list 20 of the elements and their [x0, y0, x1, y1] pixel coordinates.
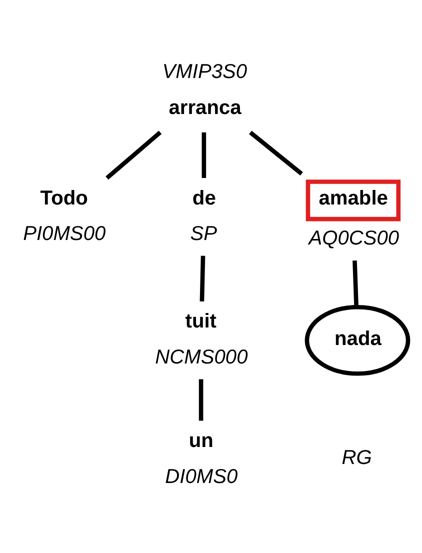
- connector: [248, 130, 303, 176]
- node-ellipse: nada: [304, 304, 410, 376]
- node-text: de: [192, 187, 216, 210]
- connector: [200, 256, 206, 302]
- node-text: tuit: [185, 310, 216, 333]
- node-label: DI0MS0: [165, 466, 238, 488]
- node-text: arranca: [168, 96, 242, 119]
- node-label: AQ0CS00: [308, 227, 400, 250]
- node-label: NCMS000: [155, 346, 248, 369]
- node-label: PI0MS00: [23, 223, 106, 246]
- connector: [352, 260, 358, 307]
- node-label: RG: [342, 447, 372, 470]
- node-label: VMIP3S0: [162, 60, 248, 83]
- node-text: Todo: [40, 187, 88, 210]
- node-text: un: [188, 430, 214, 452]
- connector: [106, 130, 162, 180]
- connector: [198, 379, 204, 421]
- node-label: SP: [190, 223, 218, 246]
- connector: [202, 132, 206, 178]
- node-box: amable: [306, 180, 401, 222]
